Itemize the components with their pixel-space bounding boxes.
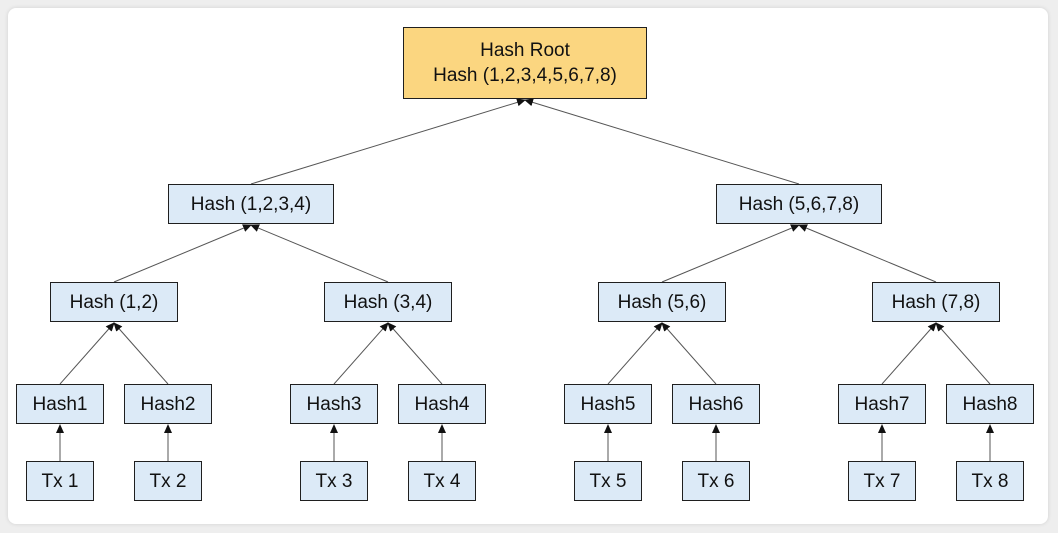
edge-hash8-node-to-hash-78-node [935,322,991,385]
hash-78-node: Hash (7,8) [872,282,1000,322]
hash-root-title: Hash Root [480,40,570,61]
hash4-node: Hash4 [398,384,486,424]
tx1-node: Tx 1 [26,461,94,501]
edge-hash7-node-to-hash-78-node [881,322,937,385]
edge-hash-1234-node-to-hash-root-node [250,98,526,185]
tx2-node: Tx 2 [134,461,202,501]
hash-1234-node: Hash (1,2,3,4) [168,184,334,224]
edge-hash6-node-to-hash-56-node [661,322,717,385]
tx6-node: Tx 6 [682,461,750,501]
tx7-node: Tx 7 [848,461,916,501]
edge-hash-5678-node-to-hash-root-node [524,98,800,185]
hash-56-node: Hash (5,6) [598,282,726,322]
edge-hash1-node-to-hash-12-node [59,322,115,385]
tx3-node: Tx 3 [300,461,368,501]
hash-5678-node: Hash (5,6,7,8) [716,184,882,224]
edge-hash-56-node-to-hash-5678-node [661,224,800,283]
hash-root-node: Hash Root Hash (1,2,3,4,5,6,7,8) [403,27,647,99]
edge-hash-12-node-to-hash-1234-node [113,224,252,283]
hash8-node: Hash8 [946,384,1034,424]
hash5-node: Hash5 [564,384,652,424]
hash-12-node: Hash (1,2) [50,282,178,322]
hash7-node: Hash7 [838,384,926,424]
edge-hash5-node-to-hash-56-node [607,322,663,385]
hash-34-node: Hash (3,4) [324,282,452,322]
edge-hash-34-node-to-hash-1234-node [250,224,389,283]
edge-hash4-node-to-hash-34-node [387,322,443,385]
edge-hash2-node-to-hash-12-node [113,322,169,385]
tx5-node: Tx 5 [574,461,642,501]
edge-hash3-node-to-hash-34-node [333,322,389,385]
hash6-node: Hash6 [672,384,760,424]
hash-root-subtitle: Hash (1,2,3,4,5,6,7,8) [433,65,617,86]
tx8-node: Tx 8 [956,461,1024,501]
hash3-node: Hash3 [290,384,378,424]
edge-hash-78-node-to-hash-5678-node [798,224,937,283]
hash2-node: Hash2 [124,384,212,424]
hash1-node: Hash1 [16,384,104,424]
tx4-node: Tx 4 [408,461,476,501]
